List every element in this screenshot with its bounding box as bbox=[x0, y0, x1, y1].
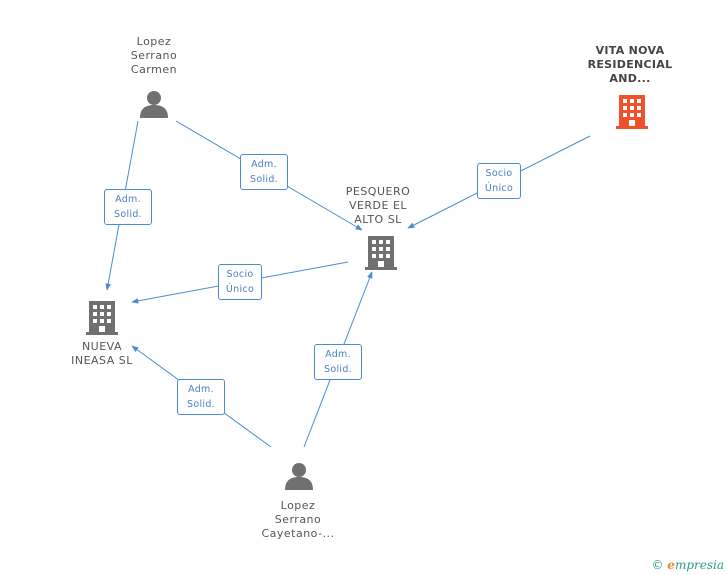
edge-label-pesquero-nueva[interactable]: Socio Único bbox=[218, 264, 262, 300]
copyright-symbol: © bbox=[651, 558, 664, 572]
empresia-brand[interactable]: © empresia bbox=[651, 558, 724, 572]
node-label-pesquero-verde[interactable]: PESQUERO VERDE EL ALTO SL bbox=[345, 185, 411, 226]
node-label-nueva-ineasa[interactable]: NUEVA INEASA SL bbox=[71, 340, 133, 367]
building-icon[interactable] bbox=[365, 234, 397, 270]
node-label-lopez-serrano-carmen[interactable]: Lopez Serrano Carmen bbox=[130, 35, 178, 76]
brand-initial: e bbox=[667, 558, 675, 572]
person-icon[interactable] bbox=[139, 89, 169, 119]
edge-label-carmen-pesquero[interactable]: Adm. Solid. bbox=[240, 154, 288, 190]
node-label-lopez-serrano-cayetano[interactable]: Lopez Serrano Cayetano-... bbox=[261, 499, 335, 540]
building-icon[interactable] bbox=[616, 93, 648, 129]
building-icon[interactable] bbox=[86, 299, 118, 335]
brand-name: mpresia bbox=[674, 558, 724, 572]
edge-label-carmen-nueva[interactable]: Adm. Solid. bbox=[104, 189, 152, 225]
node-label-vita-nova[interactable]: VITA NOVA RESIDENCIAL AND... bbox=[587, 44, 673, 85]
edge-label-cayetano-pesquero[interactable]: Adm. Solid. bbox=[314, 344, 362, 380]
edge-label-cayetano-nueva[interactable]: Adm. Solid. bbox=[177, 379, 225, 415]
person-icon[interactable] bbox=[284, 461, 314, 491]
edge-label-vita-pesquero[interactable]: Socio Único bbox=[477, 163, 521, 199]
